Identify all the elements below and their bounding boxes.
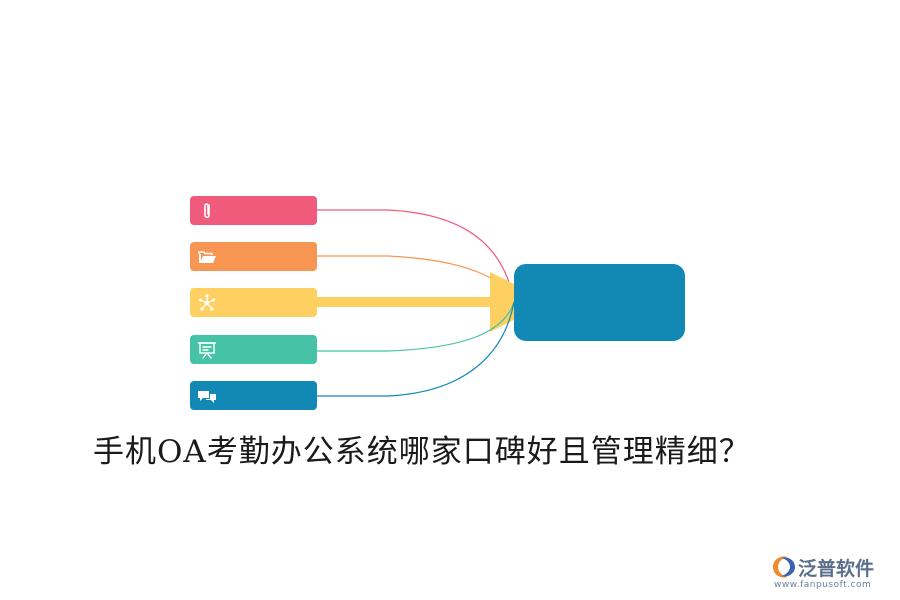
brand-logo: 泛普软件 www.fanpusoft.com [768,552,893,596]
brand-name: 泛普软件 [798,558,875,580]
central-node [514,264,685,341]
fanpu-logo-icon [773,556,795,578]
branch-node-5 [190,381,317,410]
connector-4 [317,301,515,352]
connector-2 [317,255,515,303]
presentation-board-icon [197,342,217,359]
branch-node-1 [190,196,317,225]
network-icon [198,294,216,311]
page-title: 手机OA考勤办公系统哪家口碑好且管理精细？ [93,434,751,470]
brand-url: www.fanpusoft.com [774,580,872,590]
folder-icon [198,251,216,263]
branch-node-4 [190,335,317,364]
connector-5 [317,301,515,397]
paperclip-icon [204,203,210,219]
branch-node-2 [190,242,317,271]
chat-bubbles-icon [198,391,216,403]
branch-node-3 [190,288,317,317]
